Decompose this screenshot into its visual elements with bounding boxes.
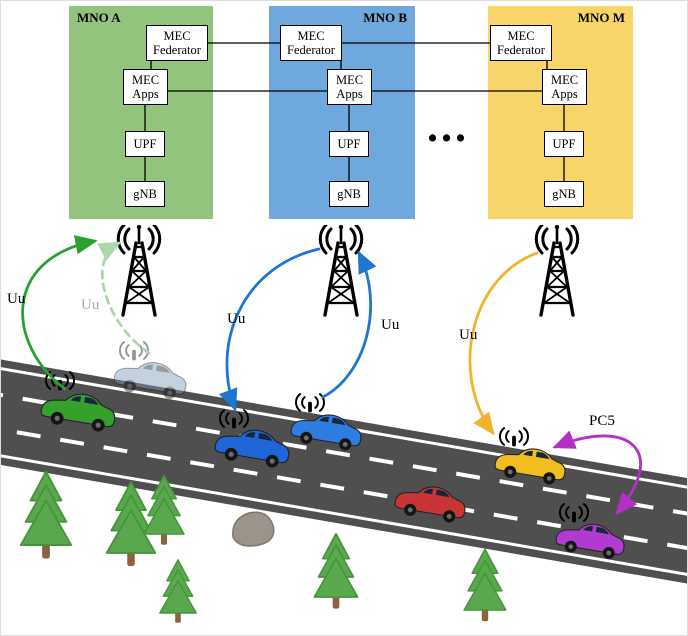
mec-apps-label: MEC: [550, 73, 579, 87]
mno-m-title: MNO M: [577, 10, 625, 25]
upf-label: UPF: [552, 137, 576, 151]
mec-federator-box-b: MEC Federator: [280, 25, 342, 61]
mec-federator-box-m: MEC Federator: [490, 25, 552, 61]
uu-link-blue-down-arrow: [218, 247, 321, 412]
uu-label: Uu: [227, 311, 246, 327]
uu-link-green-arrow: [21, 235, 98, 391]
cell-tower-m-icon: [534, 225, 580, 317]
mno-b-title: MNO B: [363, 10, 407, 25]
gnb-box-m: gNB: [544, 181, 584, 207]
more-operators-ellipsis: ...: [427, 102, 469, 151]
mec-apps-label: Apps: [336, 87, 363, 101]
mec-federator-label: MEC: [507, 29, 535, 43]
rock-icon: [232, 511, 275, 547]
uu-label: Uu: [7, 291, 26, 307]
tree-icon: [19, 470, 73, 560]
mec-apps-label: Apps: [551, 87, 578, 101]
upf-box-m: UPF: [544, 131, 584, 157]
tree-icon: [463, 548, 507, 623]
upf-label: UPF: [133, 137, 157, 151]
ghost-car-antenna-icon: [118, 341, 150, 362]
pc5-link-arrow: [552, 430, 642, 516]
mec-federator-label: Federator: [287, 43, 335, 57]
mec-federator-label: Federator: [153, 43, 201, 57]
mno-a-title: MNO A: [77, 10, 121, 25]
uu-link-yellow-arrow: [468, 251, 539, 436]
gnb-label: gNB: [552, 187, 576, 201]
mec-federator-label: MEC: [297, 29, 325, 43]
gnb-box-a: gNB: [125, 181, 165, 207]
radio-links: [21, 235, 642, 516]
gnb-box-b: gNB: [329, 181, 369, 207]
uu-label: Uu: [459, 327, 478, 343]
tree-icon: [105, 481, 157, 568]
uu-label-faded: Uu: [81, 297, 100, 313]
upf-box-a: UPF: [125, 131, 165, 157]
tree-icon: [159, 559, 197, 624]
upf-box-b: UPF: [329, 131, 369, 157]
car-antenna-icon: [294, 393, 326, 414]
uu-link-blue-up-arrow: [321, 250, 377, 399]
mec-federator-label: MEC: [163, 29, 191, 43]
uu-link-faded-arrow: [97, 241, 151, 355]
car-antenna-icon: [498, 427, 530, 448]
mec-apps-label: MEC: [131, 73, 160, 87]
mec-apps-box-b: MEC Apps: [327, 69, 372, 105]
backbone-links: [144, 42, 565, 181]
upf-label: UPF: [337, 137, 361, 151]
pc5-label: PC5: [589, 413, 615, 429]
mec-federator-label: Federator: [497, 43, 545, 57]
mec-apps-label: MEC: [335, 73, 364, 87]
gnb-label: gNB: [133, 187, 157, 201]
cell-tower-b-icon: [318, 225, 364, 317]
uu-label: Uu: [381, 317, 400, 333]
mec-apps-label: Apps: [132, 87, 159, 101]
gnb-label: gNB: [337, 187, 361, 201]
cell-tower-a-icon: [116, 225, 162, 317]
mec-apps-box-m: MEC Apps: [542, 69, 587, 105]
mec-apps-box-a: MEC Apps: [123, 69, 168, 105]
mec-federator-box-a: MEC Federator: [146, 25, 208, 61]
tree-icon: [313, 532, 359, 610]
